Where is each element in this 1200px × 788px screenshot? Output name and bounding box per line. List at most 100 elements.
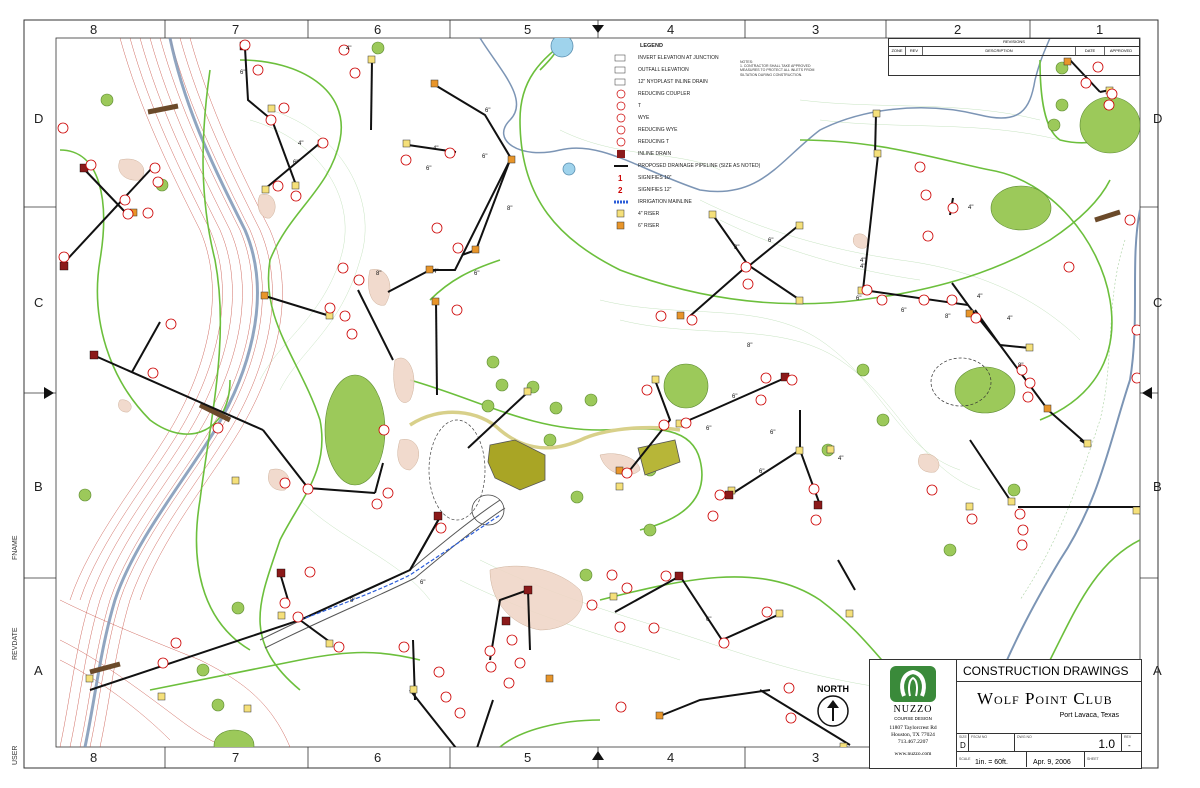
svg-text:1: 1 bbox=[618, 174, 623, 183]
grid-col-bottom-3: 3 bbox=[812, 750, 820, 765]
scale-label: SCALE bbox=[959, 757, 971, 761]
grid-col-bottom-5: 5 bbox=[524, 750, 532, 765]
legend-label: 4" RISER bbox=[638, 211, 660, 217]
legend: LEGEND INVERT ELEVATION AT JUNCTION OUTF… bbox=[612, 43, 762, 233]
svg-text:4": 4" bbox=[346, 46, 351, 52]
grid-row-right-A: A bbox=[1153, 663, 1162, 678]
svg-text:4": 4" bbox=[298, 141, 303, 147]
grid-col-top-1: 1 bbox=[1096, 22, 1104, 37]
legend-label: SIGNIFIES 10" bbox=[638, 175, 672, 181]
legend-label: REDUCING WYE bbox=[638, 127, 678, 133]
revisions-table: REVISIONS ZONE REV DESCRIPTION DATE APPR… bbox=[888, 38, 1140, 76]
firm-address1: 11807 Taylorcrest Rd bbox=[889, 725, 937, 731]
legend-label: PROPOSED DRAINAGE PIPELINE (SIZE AS NOTE… bbox=[638, 163, 761, 169]
svg-text:6": 6" bbox=[482, 154, 487, 160]
side-label-user: USER bbox=[12, 745, 19, 765]
legend-item: T bbox=[612, 101, 762, 113]
grid-row-right-B: B bbox=[1153, 479, 1162, 494]
svg-text:8": 8" bbox=[945, 314, 950, 320]
revisions-col: DESCRIPTION bbox=[923, 47, 1076, 55]
legend-label: INLINE DRAIN bbox=[638, 151, 672, 157]
notes-text: 1. CONTRACTOR SHALL TAKE APPROVED MEASUR… bbox=[740, 64, 815, 77]
grid-col-top-5: 5 bbox=[524, 22, 532, 37]
legend-label: 12" NYOPLAST INLINE DRAIN bbox=[638, 79, 708, 85]
grid-row-left-D: D bbox=[34, 111, 44, 126]
svg-text:6": 6" bbox=[759, 469, 764, 475]
title-block: NUZZO COURSE DESIGN 11807 Taylorcrest Rd… bbox=[869, 659, 1142, 769]
svg-text:4": 4" bbox=[860, 258, 865, 264]
legend-item: 12" NYOPLAST INLINE DRAIN bbox=[612, 77, 762, 89]
dwg-cell: DWG NO 1.0 bbox=[1015, 734, 1122, 752]
legend-item: 6" RISER bbox=[612, 221, 762, 233]
svg-text:6": 6" bbox=[768, 238, 773, 244]
revisions-col: DATE bbox=[1076, 47, 1105, 55]
legend-label: T bbox=[638, 103, 642, 109]
grid-col-top-2: 2 bbox=[954, 22, 962, 37]
notes: NOTES: 1. CONTRACTOR SHALL TAKE APPROVED… bbox=[740, 60, 830, 77]
svg-text:6": 6" bbox=[706, 426, 711, 432]
legend-item: 4" RISER bbox=[612, 209, 762, 221]
legend-item: OUTFALL ELEVATION bbox=[612, 65, 762, 77]
grid-row-left-C: C bbox=[34, 295, 44, 310]
scale-value: 1in. = 60ft. bbox=[975, 759, 1008, 766]
legend-item: PROPOSED DRAINAGE PIPELINE (SIZE AS NOTE… bbox=[612, 161, 762, 173]
legend-item: REDUCING WYE bbox=[612, 125, 762, 137]
svg-text:4": 4" bbox=[860, 264, 865, 270]
firm-phone: 713.467.2207 bbox=[897, 739, 929, 745]
sheet-cell: SHEET bbox=[1085, 752, 1141, 767]
firm-address2: Houston, TX 77024 bbox=[891, 732, 935, 738]
svg-text:6": 6" bbox=[770, 430, 775, 436]
svg-text:8": 8" bbox=[507, 206, 512, 212]
svg-text:6": 6" bbox=[706, 617, 711, 623]
legend-label: INVERT ELEVATION AT JUNCTION bbox=[638, 55, 719, 61]
legend-label: IRRIGATION MAINLINE bbox=[638, 199, 692, 205]
grid-col-top-3: 3 bbox=[812, 22, 820, 37]
legend-title: LEGEND bbox=[640, 43, 663, 49]
date-value: Apr. 9, 2006 bbox=[1033, 759, 1071, 766]
grid-col-top-6: 6 bbox=[374, 22, 382, 37]
club-location: Port Lavaca, Texas bbox=[1059, 712, 1119, 719]
svg-text:4": 4" bbox=[968, 205, 973, 211]
firm-subname: COURSE DESIGN bbox=[894, 716, 932, 721]
north-arrow-icon bbox=[817, 695, 849, 727]
svg-text:4": 4" bbox=[1007, 316, 1012, 322]
size-value: D bbox=[960, 741, 966, 750]
legend-item: REDUCING T bbox=[612, 137, 762, 149]
svg-text:8": 8" bbox=[734, 245, 739, 251]
size-label: SIZE bbox=[959, 735, 967, 739]
legend-label: REDUCING COUPLER bbox=[638, 91, 691, 97]
grid-row-right-D: D bbox=[1153, 111, 1163, 126]
side-label-fname: FNAME bbox=[12, 535, 19, 561]
svg-text:6": 6" bbox=[240, 70, 245, 76]
club-name: Wolf Point Club bbox=[977, 689, 1113, 708]
svg-text:6": 6" bbox=[426, 166, 431, 172]
svg-text:6": 6" bbox=[293, 160, 298, 166]
firm-logo-panel: NUZZO COURSE DESIGN 11807 Taylorcrest Rd… bbox=[870, 660, 957, 767]
grid-col-bottom-6: 6 bbox=[374, 750, 382, 765]
grid-col-top-7: 7 bbox=[232, 22, 240, 37]
revisions-col: REV bbox=[906, 47, 923, 55]
revisions-title: REVISIONS bbox=[889, 39, 1139, 47]
rev-cell: REV - bbox=[1122, 734, 1141, 752]
revisions-col: APPROVED bbox=[1109, 48, 1133, 53]
legend-item: INLINE DRAIN bbox=[612, 149, 762, 161]
sheet-label: SHEET bbox=[1087, 757, 1099, 761]
svg-text:4": 4" bbox=[838, 456, 843, 462]
size-cell: SIZE D bbox=[957, 734, 969, 752]
nuzzo-logo-icon bbox=[890, 666, 936, 702]
svg-text:6": 6" bbox=[420, 580, 425, 586]
firm-web: www.nuzzo.com bbox=[894, 751, 932, 757]
grid-col-bottom-7: 7 bbox=[232, 750, 240, 765]
svg-text:8": 8" bbox=[747, 343, 752, 349]
svg-text:4": 4" bbox=[433, 146, 438, 152]
revisions-col: ZONE bbox=[889, 47, 906, 55]
legend-label: WYE bbox=[638, 115, 650, 121]
grid-col-bottom-4: 4 bbox=[667, 750, 675, 765]
rev-label: REV bbox=[1124, 735, 1132, 739]
firm-name: NUZZO bbox=[893, 704, 933, 715]
sheet-number: 1.0 bbox=[1098, 737, 1115, 751]
svg-text:8": 8" bbox=[1018, 363, 1023, 369]
grid-row-right-C: C bbox=[1153, 295, 1163, 310]
